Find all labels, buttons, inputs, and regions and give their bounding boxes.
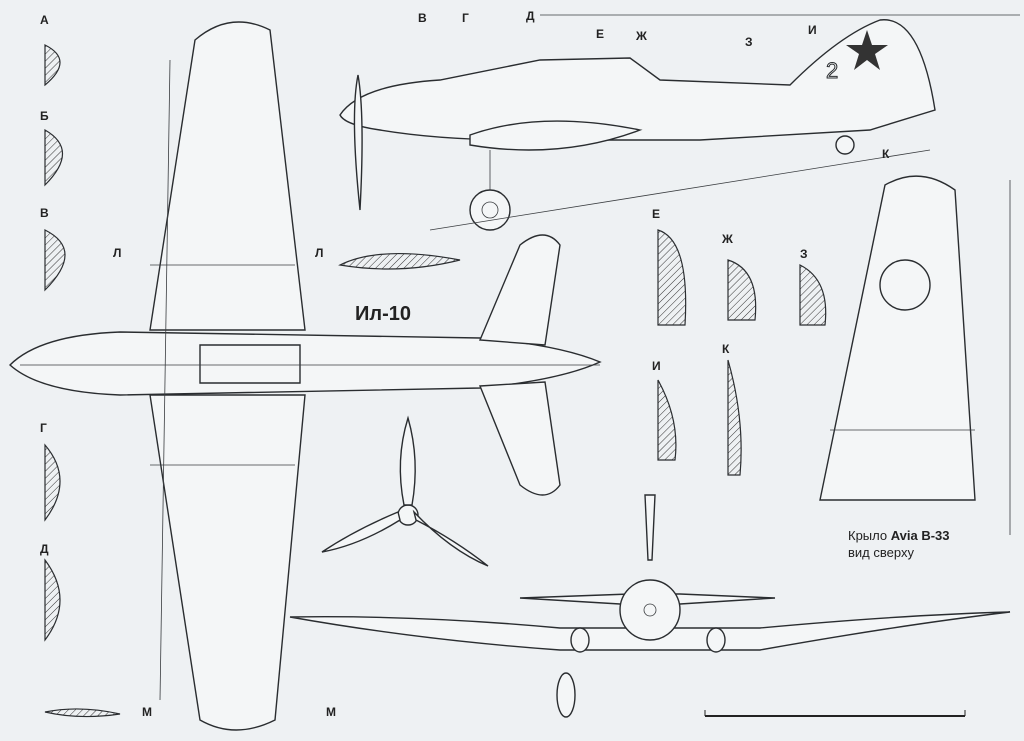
label-top-z: З — [745, 35, 753, 49]
side-view: 2 — [339, 14, 1020, 231]
label-right-k: К — [722, 342, 730, 356]
label-top-e: Е — [596, 27, 604, 41]
avia-wing-caption: Крыло Avia B-33 вид сверху — [848, 527, 950, 561]
label-right-zh: Ж — [721, 232, 733, 246]
label-top-i: И — [808, 23, 817, 37]
caption-prefix: Крыло — [848, 528, 888, 543]
label-top-d: Д — [526, 9, 535, 23]
label-v: В — [40, 206, 49, 220]
label-d: Д — [40, 542, 49, 556]
label-a: А — [40, 13, 49, 27]
scale-bar — [704, 710, 966, 717]
red-star-icon — [846, 30, 888, 70]
propeller — [321, 415, 489, 567]
label-top-zh: Ж — [635, 29, 647, 43]
top-view — [8, 21, 602, 731]
aircraft-title: Ил-10 — [355, 303, 411, 325]
label-l-left: Л — [113, 246, 121, 260]
left-cross-sections — [44, 44, 121, 718]
right-cross-sections — [657, 229, 827, 476]
label-g: Г — [40, 421, 47, 435]
label-right-i: И — [652, 359, 661, 373]
label-l-right: Л — [315, 246, 323, 260]
label-right-z: З — [800, 247, 808, 261]
label-b: Б — [40, 109, 49, 123]
airfoil-section — [338, 252, 461, 270]
caption-model: Avia B-33 — [890, 528, 950, 543]
label-m-right: М — [326, 705, 336, 719]
label-top-k: К — [882, 147, 890, 161]
front-view — [289, 494, 1011, 718]
label-top-v: В — [418, 11, 427, 25]
label-m-left: М — [142, 705, 152, 719]
label-top-g: Г — [462, 11, 469, 25]
label-right-e: Е — [652, 207, 660, 221]
avia-b33-wing — [819, 175, 1011, 535]
caption-view: вид сверху — [848, 545, 914, 560]
tail-number: 2 — [826, 58, 838, 83]
